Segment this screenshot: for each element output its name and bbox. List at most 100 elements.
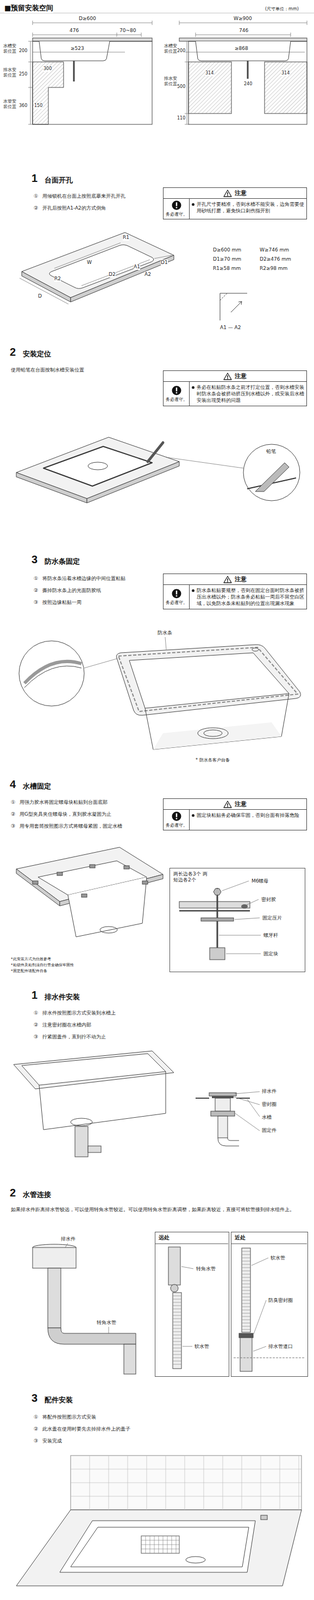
hose-ridge <box>241 1274 251 1276</box>
drain-drawing <box>211 1096 234 1099</box>
caution-tag: 务必遵守。 <box>165 599 188 606</box>
countertop-cutout <box>19 232 248 321</box>
accessory-drawing <box>70 1527 249 1568</box>
caution-texts: 务必在粘贴防水条之前才打定位置，否则水槽安装时防水条会被挤动挤压到水槽以外，或安… <box>196 384 305 404</box>
instruction-text: 如果排水件距离排水管较远，可以使用转角水管较近。可以使用转角水管距离调整，如果距… <box>10 1207 305 1214</box>
drain-drawing <box>215 1098 231 1112</box>
mandatory-icon <box>175 202 177 207</box>
wall-tile <box>89 1455 91 1511</box>
side-view <box>32 20 34 25</box>
drain-drawing <box>21 1053 166 1086</box>
part-label: 固定压片 <box>262 915 282 922</box>
sink-strip-drawing <box>118 647 298 712</box>
dimension-label: 密封圈 <box>261 1101 277 1108</box>
warning-icon <box>223 801 232 808</box>
caution-left: 务必遵守。 <box>163 198 190 219</box>
caution-body: 务必遵守。开孔尺寸要精准，否则水槽不能安装，边角需要使用砂纸打磨，避免快口刺伤指… <box>163 198 307 219</box>
dimension-label: 排水件 <box>60 1236 76 1243</box>
bullet-dot <box>191 203 195 206</box>
hose-ridge <box>241 1329 251 1331</box>
section-heading: 安装定位 <box>22 349 52 359</box>
hose-ridge <box>172 1319 182 1320</box>
sink-fixing-drawing <box>234 918 260 920</box>
countertop-cutout <box>220 293 248 321</box>
front-view <box>290 32 292 37</box>
dimension-label: 476 <box>69 27 79 34</box>
hose-ridge <box>241 1300 251 1302</box>
dimension-label: R1 <box>122 234 130 241</box>
caution-header: 注意 <box>163 187 307 199</box>
dimension-label: D1≥70 mm <box>212 256 242 263</box>
hose-ridge <box>172 1364 182 1366</box>
caution-right: 固定块粘贴务必确保牢固，否则台面有掉落危险 <box>189 809 307 831</box>
wall-tile <box>241 1455 243 1511</box>
caution-tag: 务必遵守。 <box>165 822 188 829</box>
dimension-label: 铅笔 <box>266 448 276 455</box>
accessory-drawing <box>260 1515 268 1521</box>
positioning-drawing <box>88 462 108 470</box>
front-view <box>179 20 307 125</box>
pipe-drawing <box>32 1243 307 1375</box>
positioning-drawing <box>255 462 290 492</box>
sink-strip-drawing <box>203 730 223 737</box>
step-number: 3 <box>31 1392 38 1404</box>
dimension-label: ≥868 <box>234 45 249 52</box>
mandatory-icon <box>175 206 178 209</box>
side-view <box>28 124 33 125</box>
hose-ridge <box>241 1316 251 1318</box>
warning-icon <box>227 581 229 583</box>
drain-drawing <box>39 1071 166 1130</box>
instruction-text: 排水件按照图示方式安装到水槽上 <box>42 1010 168 1017</box>
hose-ridge <box>172 1361 182 1362</box>
caution-texts: 开孔尺寸要精准，否则水槽不能安装，边角需要使用砂纸打磨，避免快口刺伤指开割 <box>196 201 305 217</box>
positioning-drawing <box>243 444 300 501</box>
hose-ridge <box>172 1328 182 1330</box>
caution-title: 注意 <box>234 800 247 809</box>
dimension-label: 200 <box>19 48 28 54</box>
warning-icon <box>223 800 232 809</box>
step-number: 1 <box>31 172 38 184</box>
front-view <box>179 22 307 24</box>
countertop-cutout <box>220 293 228 301</box>
hose-ridge <box>172 1345 182 1346</box>
hose-ridge <box>172 1358 182 1359</box>
caution-title: 注意 <box>234 372 247 381</box>
instruction-text: *此安装方式为仿效参考 <box>10 957 158 963</box>
dimension-label: ① <box>33 193 39 200</box>
caution-left: 务必遵守。 <box>163 585 190 609</box>
accessory-drawing <box>70 1455 302 1511</box>
drain-drawing <box>217 1116 228 1139</box>
front-view <box>264 61 307 114</box>
countertop-cutout <box>19 278 69 305</box>
sink-strip-drawing <box>197 727 229 739</box>
basket-grid <box>141 1540 180 1542</box>
hose-ridge <box>172 1309 182 1310</box>
side-view <box>30 41 31 125</box>
front-view <box>186 41 188 125</box>
countertop-cutout <box>49 245 154 290</box>
dimension-label: 250 <box>19 71 28 78</box>
instruction-text: 安装完成 <box>42 1438 206 1445</box>
caution-text: 防水条粘贴要规整，否则在固定台面时防水条被挤压出水槽以外；防水条务必粘贴一周后不… <box>196 587 305 607</box>
mandatory-icon <box>171 588 181 599</box>
side-view <box>32 34 142 36</box>
step-number: 2 <box>9 346 16 358</box>
pipe-drawing <box>32 1247 77 1269</box>
warning-icon <box>223 576 232 583</box>
mandatory-icon <box>175 392 178 394</box>
part-label: 防臭密封圈 <box>268 1297 293 1304</box>
dimension-label: ③ <box>10 823 16 830</box>
hose-ridge <box>241 1303 251 1305</box>
front-view <box>195 41 291 61</box>
mandatory-icon <box>175 595 178 598</box>
part-label: M6螺母 <box>251 878 269 885</box>
dimension-label: 排水件 <box>261 1088 277 1095</box>
mandatory-icon <box>175 813 177 818</box>
basket-grid <box>141 1545 180 1546</box>
side-view <box>116 32 118 37</box>
dimension-label: R2≥98 mm <box>259 265 288 272</box>
hose-ridge <box>172 1348 182 1349</box>
dimension-label: D≥600 mm <box>212 247 242 254</box>
wall-tile <box>222 1455 224 1511</box>
hose-ridge <box>241 1264 251 1266</box>
